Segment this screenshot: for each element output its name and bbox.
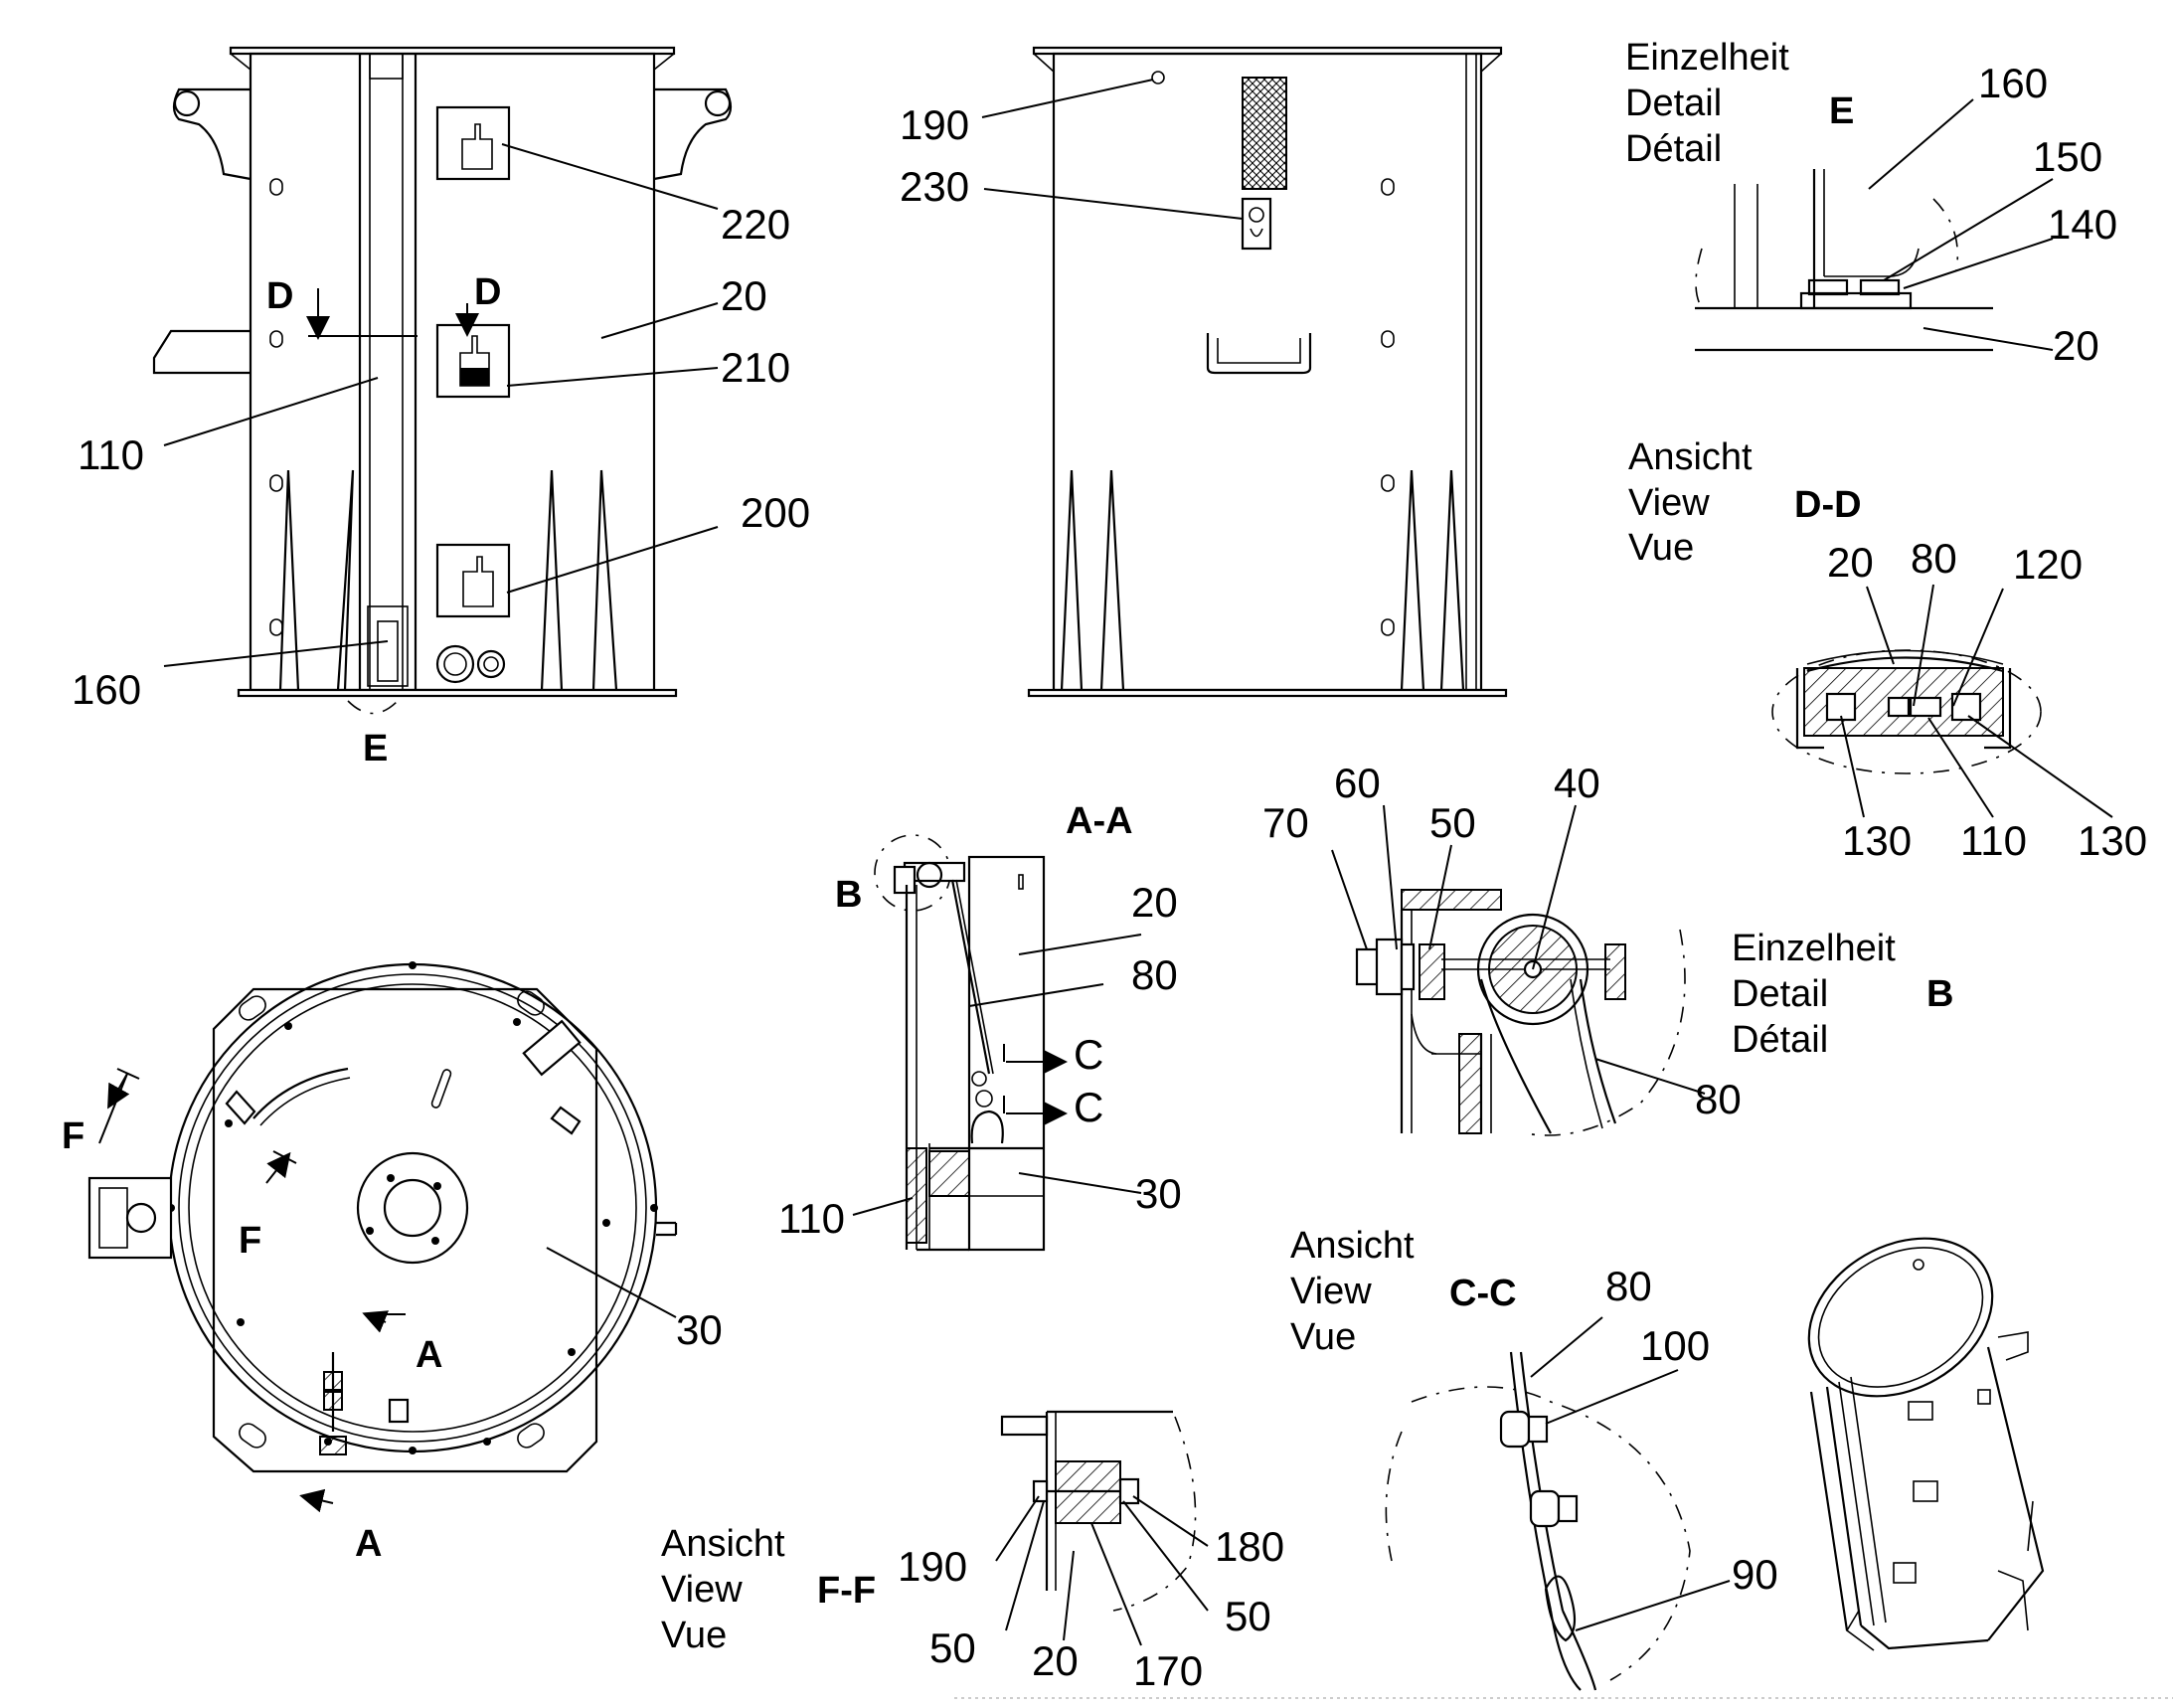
top-section-marker-a-inner: A [416,1334,442,1376]
detail-e-caption-fr: Détail [1625,128,1722,170]
detail-b-callout-80: 80 [1695,1076,1742,1122]
view-dd-caption-fr: Vue [1628,527,1694,569]
view-ff-caption-de: Ansicht [661,1523,785,1565]
view-dd-callout-120: 120 [2013,541,2083,588]
view-ff-callout-180: 180 [1215,1523,1284,1570]
section-aa-callout-30: 30 [1135,1170,1182,1217]
view-cc-marker: C-C [1449,1273,1517,1314]
detail-b: Einzelheit Detail Détail B 70 60 50 4 [1262,760,1953,1136]
view-dd-callout-20: 20 [1827,539,1874,586]
section-aa-marker-c-upper: C [1074,1031,1103,1078]
section-aa-detail-marker: B [835,874,862,916]
top-section-marker-f-outer: F [62,1115,84,1157]
view-ff-callout-190: 190 [898,1543,967,1590]
callout-230: 230 [900,163,969,210]
callout-160-front: 160 [72,666,141,713]
view-cc-callout-100: 100 [1640,1322,1710,1369]
top-section-marker-a-outer: A [355,1523,382,1565]
view-ff-caption-fr: Vue [661,1615,727,1656]
detail-b-callout-50: 50 [1429,799,1476,846]
detail-e-callout-20: 20 [2053,322,2099,369]
detail-b-marker: B [1926,973,1953,1015]
view-dd: Ansicht View Vue D-D 20 80 120 130 110 1… [1628,436,2147,864]
isometric-view [1807,1237,2045,1651]
view-dd-callout-130-right: 130 [2078,817,2147,864]
detail-e-callout-160: 160 [1978,60,2048,106]
callout-190-rear: 190 [900,101,969,148]
view-cc-caption-en: View [1290,1271,1372,1312]
front-section-marker-right: D [474,271,501,313]
callout-110-front: 110 [78,431,144,478]
view-ff-callout-20: 20 [1032,1637,1079,1684]
view-dd-callout-80: 80 [1911,535,1957,582]
section-aa-callout-80: 80 [1131,951,1178,998]
top-callout-30: 30 [676,1306,723,1353]
detail-b-caption-en: Detail [1732,973,1828,1015]
detail-b-caption-fr: Détail [1732,1019,1828,1061]
view-dd-callout-110: 110 [1960,817,2027,864]
section-aa-callout-20: 20 [1131,879,1178,926]
section-aa-title: A-A [1066,800,1133,842]
front-section-marker-left: D [266,275,293,317]
detail-b-callout-40: 40 [1554,760,1600,806]
view-ff-caption-en: View [661,1569,743,1611]
view-cc-callout-80: 80 [1605,1263,1652,1309]
detail-e-callout-150: 150 [2033,133,2102,180]
top-section-marker-f-inner: F [239,1220,261,1262]
view-cc: Ansicht View Vue C-C 80 100 90 [1290,1225,1778,1691]
view-cc-caption-fr: Vue [1290,1316,1356,1358]
rear-view: 190 230 [900,46,1508,698]
view-ff-marker: F-F [817,1570,876,1612]
top-view: F F A A 30 [62,961,723,1565]
view-dd-callout-130-left: 130 [1842,817,1912,864]
callout-220: 220 [721,201,790,248]
view-ff-callout-170: 170 [1133,1647,1203,1694]
callout-210: 210 [721,344,790,391]
front-detail-marker: E [363,728,388,769]
section-aa-callout-110: 110 [778,1195,845,1242]
view-dd-caption-en: View [1628,482,1710,524]
detail-b-callout-60: 60 [1334,760,1381,806]
detail-b-caption-de: Einzelheit [1732,928,1896,969]
detail-e-marker: E [1829,90,1854,132]
view-ff: Ansicht View Vue F-F 190 180 50 50 20 17… [661,1410,1284,1694]
view-cc-caption-de: Ansicht [1290,1225,1415,1267]
view-cc-callout-90: 90 [1732,1551,1778,1598]
section-aa-marker-c-lower: C [1074,1084,1103,1130]
detail-e: Einzelheit Detail Détail E 160 150 140 2… [1625,37,2117,369]
view-dd-caption-de: Ansicht [1628,436,1753,478]
callout-200: 200 [741,489,810,536]
callout-20-front: 20 [721,272,767,319]
front-view: D D E 220 20 210 110 200 160 [72,46,810,769]
view-dd-marker: D-D [1794,484,1862,526]
view-ff-callout-50-left: 50 [929,1624,976,1671]
view-ff-callout-50-right: 50 [1225,1593,1271,1639]
detail-e-callout-140: 140 [2048,201,2117,248]
detail-b-callout-70: 70 [1262,799,1309,846]
detail-e-caption-en: Detail [1625,83,1722,124]
section-aa: A-A B C C 20 80 30 110 [778,800,1182,1252]
detail-e-caption-de: Einzelheit [1625,37,1789,79]
